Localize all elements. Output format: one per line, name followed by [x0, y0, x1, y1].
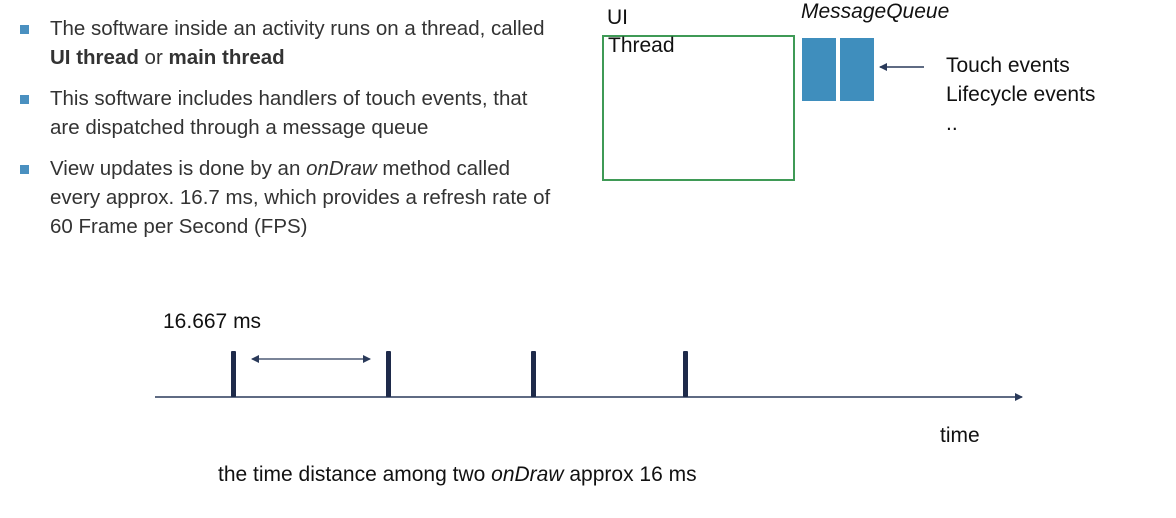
event-item: ..	[946, 112, 958, 135]
ui-label: UI	[607, 6, 628, 29]
event-item: Touch events	[946, 54, 1070, 77]
message-queue-label: MessageQueue	[801, 0, 950, 23]
bullet-item: View updates is done by an onDraw method…	[18, 154, 578, 241]
message-queue-slot	[840, 38, 874, 101]
square-bullet-icon	[20, 95, 29, 104]
bullet-text-segment: main thread	[168, 46, 285, 69]
ui-thread-box	[602, 35, 795, 181]
bullet-text-segment: This software includes handlers of touch…	[50, 87, 528, 139]
bullet-text-segment: The software inside an activity runs on …	[50, 17, 545, 40]
interval-label: 16.667 ms	[163, 310, 262, 333]
bullet-text: The software inside an activity runs on …	[50, 14, 560, 72]
ondraw-tick	[683, 351, 688, 397]
bullet-text-segment: onDraw	[306, 157, 377, 180]
bullet-text-segment: method called every approx. 16.7 ms, whi…	[50, 157, 551, 238]
bullet-item: This software includes handlers of touch…	[18, 84, 578, 142]
bullet-list: The software inside an activity runs on …	[18, 14, 578, 253]
message-queue-slot	[802, 38, 836, 101]
ondraw-tick	[386, 351, 391, 397]
square-bullet-icon	[20, 165, 29, 174]
ondraw-tick	[531, 351, 536, 397]
bullet-text-segment: UI thread	[50, 46, 139, 69]
event-item: Lifecycle events	[946, 83, 1096, 106]
event-list: Touch events Lifecycle events ..	[946, 51, 1095, 138]
square-bullet-icon	[20, 25, 29, 34]
bullet-text-segment: View updates is done by an	[50, 157, 307, 180]
caption-segment: the time distance among two	[218, 463, 492, 486]
time-axis-label: time	[940, 424, 980, 447]
ondraw-tick	[231, 351, 236, 397]
caption-segment: approx 16 ms	[563, 463, 697, 486]
bullet-text-segment: or	[138, 46, 169, 69]
bullet-text: View updates is done by an onDraw method…	[50, 154, 560, 241]
thread-label: Thread	[608, 34, 675, 57]
bullet-item: The software inside an activity runs on …	[18, 14, 578, 72]
timeline-caption: the time distance among two onDraw appro…	[218, 460, 718, 489]
bullet-text: This software includes handlers of touch…	[50, 84, 560, 142]
caption-segment: onDraw	[491, 463, 564, 486]
